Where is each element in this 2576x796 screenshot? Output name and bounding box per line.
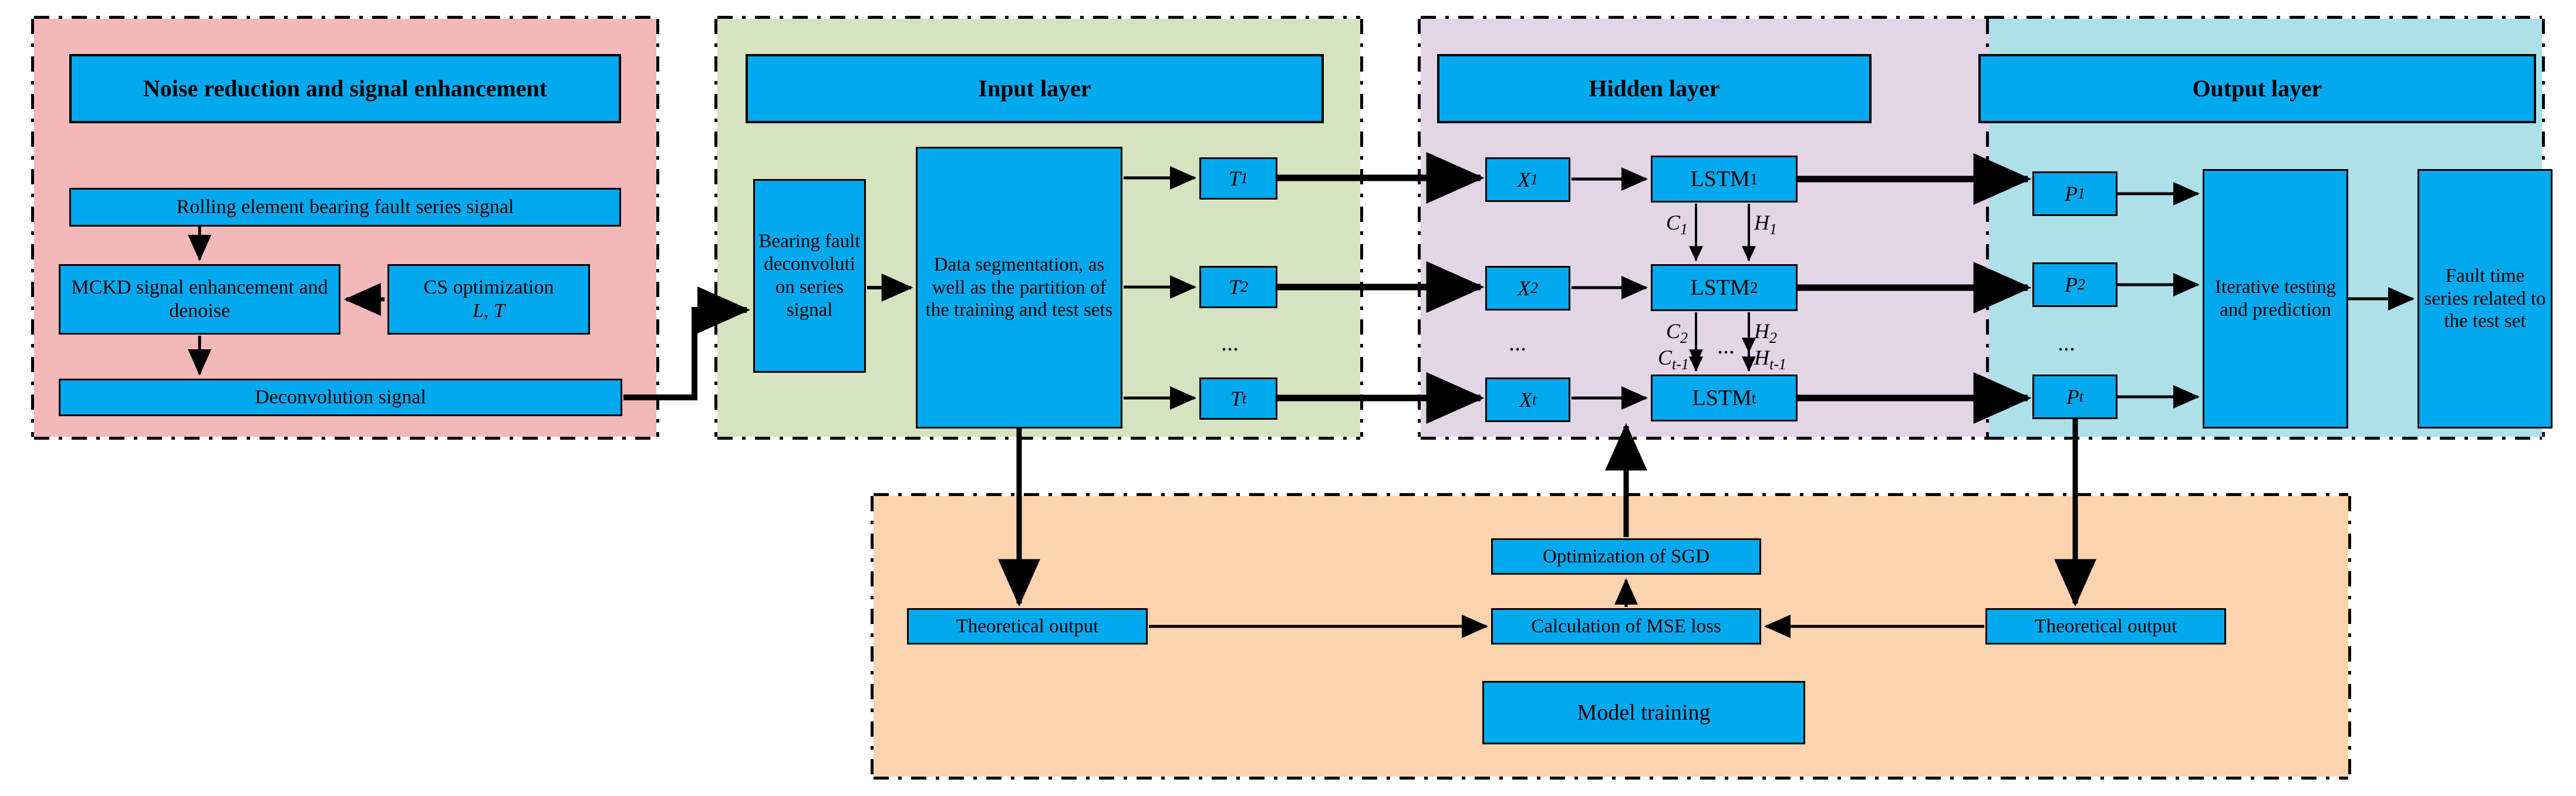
box-rolling-element-signal: Rolling element bearing fault series sig… — [69, 188, 621, 227]
hidden-input-xt-base: X — [1519, 387, 1532, 412]
panel-border-bottom — [1421, 437, 1989, 440]
output-ellipsis: ... — [2058, 329, 2075, 356]
box-model-training: Model training — [1482, 681, 1805, 744]
panel-border-right — [2348, 496, 2351, 777]
token-tt-base: T — [1230, 386, 1242, 410]
cs-optimization-label: CS optimization — [423, 276, 554, 298]
token-pt-sub: t — [2079, 387, 2084, 405]
hidden-input-xt-sub: t — [1532, 390, 1537, 408]
panel-hidden-title: Hidden layer — [1437, 54, 1872, 123]
panel-border-bottom — [34, 437, 656, 440]
token-t1-sub: 1 — [1240, 169, 1248, 187]
panel-border-top — [717, 16, 1360, 19]
box-cs-optimization: CS optimization L, T — [387, 264, 590, 335]
lstm-cell-1-base: LSTM — [1690, 166, 1750, 191]
box-mckd-enhancement: MCKD signal enhancement and denoise — [59, 264, 340, 335]
box-calculation-mse-loss: Calculation of MSE loss — [1491, 608, 1761, 645]
panel-border-right — [1360, 19, 1363, 437]
hidden-input-x1-base: X — [1518, 167, 1531, 191]
lstm-cell-2-base: LSTM — [1690, 275, 1750, 300]
token-p1-base: P — [2065, 181, 2078, 205]
hidden-ellipsis-mid: ... — [1717, 332, 1735, 359]
panel-border-top — [874, 493, 2348, 496]
panel-border-left — [31, 19, 34, 437]
box-optimization-sgd: Optimization of SGD — [1491, 538, 1761, 575]
hidden-input-x1-sub: 1 — [1530, 170, 1538, 188]
panel-border-bottom — [874, 777, 2348, 780]
panel-border-top — [1421, 16, 1989, 19]
token-p1-sub: 1 — [2078, 184, 2085, 202]
lstm-cell-t-sub: t — [1751, 389, 1756, 407]
panel-border-left — [714, 19, 717, 437]
panel-border-bottom — [1989, 437, 2542, 440]
box-deconvolution-signal: Deconvolution signal — [59, 379, 622, 416]
panel-border-left — [1986, 19, 1989, 437]
hidden-ellipsis-left: ... — [1509, 329, 1526, 356]
token-t1-base: T — [1229, 166, 1241, 190]
lstm-cell-1-sub: 1 — [1749, 170, 1758, 188]
state-label-c2: C2 — [1666, 319, 1688, 347]
box-data-segmentation: Data segmentation, as well as the partit… — [916, 147, 1122, 429]
box-fault-time-series: Fault time series related to the test se… — [2417, 169, 2553, 429]
panel-border-bottom — [717, 437, 1360, 440]
state-label-c1: C1 — [1666, 211, 1688, 238]
panel-input-title: Input layer — [746, 54, 1324, 123]
token-tt-sub: t — [1242, 389, 1247, 407]
panel-border-left — [871, 496, 874, 777]
token-t2-base: T — [1229, 275, 1241, 299]
lstm-cell-t-base: LSTM — [1692, 385, 1752, 410]
state-label-ht-1: Ht-1 — [1754, 346, 1786, 373]
input-ellipsis: ... — [1221, 329, 1239, 356]
panel-noise-title: Noise reduction and signal enhancement — [69, 54, 621, 123]
token-pt-base: P — [2066, 384, 2079, 409]
panel-border-right — [656, 19, 659, 437]
cs-optimization-params: L, T — [473, 300, 505, 322]
state-label-h1: H1 — [1754, 211, 1777, 238]
token-p2-base: P — [2065, 272, 2078, 296]
hidden-input-x2-base: X — [1518, 276, 1531, 300]
token-t2-sub: 2 — [1240, 278, 1248, 295]
panel-border-top — [34, 16, 656, 19]
box-iterative-testing-prediction: Iterative testing and prediction — [2203, 169, 2348, 429]
state-label-ct-1: Ct-1 — [1658, 346, 1689, 373]
box-theoretical-output-left: Theoretical output — [907, 608, 1148, 645]
box-theoretical-output-right: Theoretical output — [1985, 608, 2226, 645]
token-p2-sub: 2 — [2078, 275, 2085, 293]
box-bearing-fault-deconvolution: Bearing fault deconvoluti on series sign… — [753, 179, 866, 373]
panel-output-title: Output layer — [1978, 54, 2536, 123]
panel-border-top — [1989, 16, 2542, 19]
lstm-cell-2-sub: 2 — [1749, 278, 1758, 296]
state-label-h2: H2 — [1754, 319, 1777, 347]
panel-border-left — [1418, 19, 1421, 437]
hidden-input-x2-sub: 2 — [1530, 279, 1538, 296]
